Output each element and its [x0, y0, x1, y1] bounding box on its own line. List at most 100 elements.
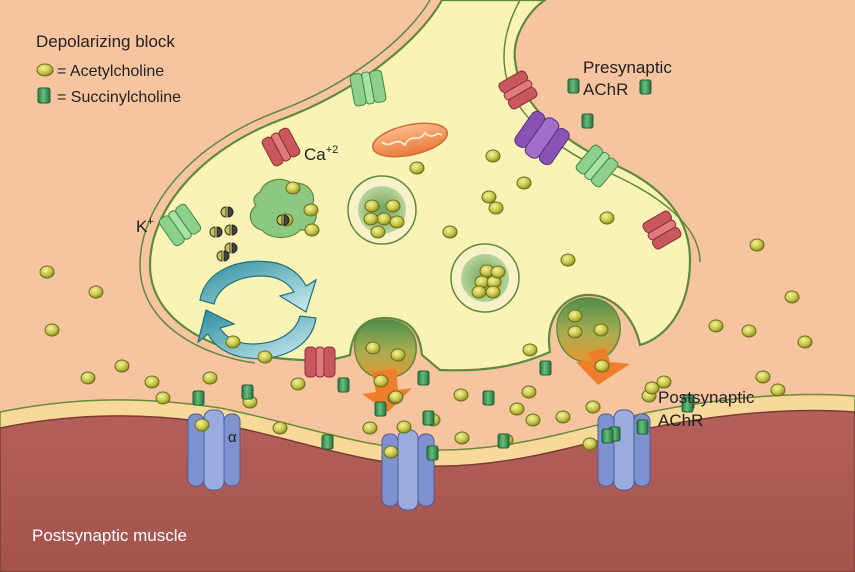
acetylcholine-molecule	[567, 325, 583, 339]
calcium-channel-icon	[642, 210, 682, 250]
succinylcholine-molecule	[241, 384, 254, 400]
calcium-channel-icon	[261, 127, 301, 167]
presynaptic-achr-icon	[514, 110, 570, 166]
hydrolyzed-acetylcholine-fragment	[276, 214, 290, 226]
acetylcholine-molecule	[516, 176, 532, 190]
calcium-channel-icon	[498, 70, 538, 110]
acetylcholine-molecule	[521, 385, 537, 399]
succinylcholine-molecule	[321, 434, 334, 450]
acetylcholine-molecule	[303, 203, 319, 217]
acetylcholine-molecule	[272, 421, 288, 435]
acetylcholine-molecule	[485, 285, 501, 299]
acetylcholine-molecule	[88, 285, 104, 299]
acetylcholine-molecule	[304, 223, 320, 237]
acetylcholine-molecule	[593, 323, 609, 337]
succinylcholine-molecule	[482, 390, 495, 406]
succinylcholine-marker	[639, 79, 652, 95]
succinylcholine-molecule	[374, 401, 387, 417]
acetylcholine-icon	[36, 63, 54, 77]
hydrolyzed-acetylcholine	[209, 206, 290, 262]
acetylcholine-molecule	[365, 341, 381, 355]
acetylcholine-molecule	[560, 253, 576, 267]
acetylcholine-molecule	[471, 285, 487, 299]
acetylcholine-molecule	[385, 199, 401, 213]
postsynaptic-achr-label-line2: AChR	[658, 411, 703, 430]
acetylcholine-molecule	[488, 201, 504, 215]
acetylcholine-molecule	[656, 375, 672, 389]
succinylcholine-molecule	[192, 390, 205, 406]
acetylcholine-molecule	[383, 445, 399, 459]
succinylcholine-molecule	[417, 370, 430, 386]
acetylcholine-molecule	[390, 348, 406, 362]
acetylcholine-molecule	[376, 212, 392, 226]
presynaptic-achr-label-line2: AChR	[583, 80, 628, 99]
acetylcholine-molecule	[708, 319, 724, 333]
acetylcholine-molecule	[370, 225, 386, 239]
acetylcholine-molecule	[155, 391, 171, 405]
acetylcholine-molecule	[44, 323, 60, 337]
succinylcholine-molecule	[681, 397, 694, 413]
acetylcholine-molecule	[363, 212, 379, 226]
legend: Depolarizing block = Acetylcholine = Suc…	[36, 32, 181, 106]
presynaptic-achr-label-line1: Presynaptic	[583, 58, 672, 77]
succinylcholine-icon	[37, 87, 51, 104]
acetylcholine-molecule	[585, 400, 601, 414]
acetylcholine-molecule	[784, 290, 800, 304]
acetylcholine-molecule	[389, 215, 405, 229]
hydrolyzed-acetylcholine-fragment	[209, 226, 223, 238]
succinylcholine-molecule	[636, 419, 649, 435]
acetylcholine-molecule	[481, 190, 497, 204]
acetylcholine-molecule	[364, 199, 380, 213]
postsynaptic-achr-label-line1: Postsynaptic	[658, 388, 755, 407]
recycle-arrow-icon	[196, 260, 318, 360]
succinylcholine-molecule	[426, 445, 439, 461]
acetylcholine-molecule	[755, 370, 771, 384]
acetylcholine-molecule	[257, 350, 273, 364]
postsynaptic-achr-icon	[381, 429, 435, 511]
succinylcholine-molecule	[497, 433, 510, 449]
acetylcholine-molecule	[599, 211, 615, 225]
succinylcholine-marker	[567, 78, 580, 94]
acetylcholine-molecule	[522, 343, 538, 357]
acetylcholine-molecule	[749, 238, 765, 252]
acetylcholine-molecule	[373, 374, 389, 388]
calcium-channel-icon	[304, 346, 336, 378]
acetylcholine-molecule	[39, 265, 55, 279]
succinylcholine-molecule	[581, 113, 594, 129]
acetylcholine-molecule	[409, 161, 425, 175]
acetylcholine-molecule	[525, 413, 541, 427]
acetylcholine-molecule	[454, 431, 470, 445]
succinylcholine-molecule	[601, 428, 614, 444]
acetylcholine-molecule	[490, 265, 506, 279]
hydrolyzed-acetylcholine-fragment	[224, 242, 238, 254]
acetylcholine-molecule	[80, 371, 96, 385]
mitochondrion	[371, 122, 449, 158]
legend-acetylcholine-label: = Acetylcholine	[57, 63, 164, 80]
acetylcholine-molecule	[225, 335, 241, 349]
succinylcholine-molecule	[337, 377, 350, 393]
potassium-label: K+	[136, 216, 154, 236]
acetylcholine-molecule	[144, 375, 160, 389]
succinylcholine-molecule	[539, 360, 552, 376]
succinylcholine-molecules	[192, 113, 695, 461]
legend-succinylcholine-label: = Succinylcholine	[57, 89, 181, 106]
hydrolyzed-acetylcholine-fragment	[220, 206, 234, 218]
acetylcholine-molecules	[39, 149, 813, 459]
postsynaptic-achr-icon	[187, 409, 241, 491]
calcium-label: Ca+2	[304, 144, 338, 164]
potassium-channel-icon	[349, 69, 387, 107]
acetylcholine-molecule	[555, 410, 571, 424]
acetylcholine-molecule	[194, 418, 210, 432]
potassium-channel-icon	[158, 203, 202, 247]
acetylcholine-molecule	[567, 309, 583, 323]
acetylcholine-molecule	[582, 437, 598, 451]
acetylcholine-molecule	[285, 181, 301, 195]
acetylcholine-molecule	[388, 390, 404, 404]
acetylcholine-molecule	[509, 402, 525, 416]
acetylcholine-molecule	[453, 388, 469, 402]
acetylcholine-molecule	[594, 359, 610, 373]
potassium-channel-icon	[575, 144, 619, 188]
acetylcholine-molecule	[485, 149, 501, 163]
